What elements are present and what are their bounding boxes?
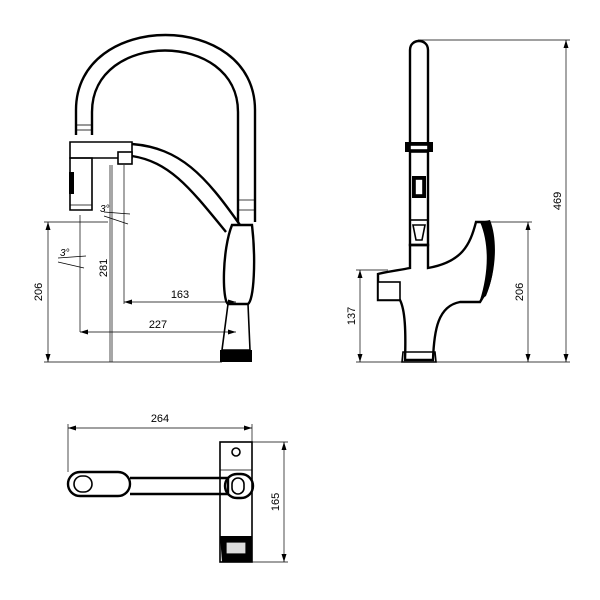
side-view: 469 206 137: [346, 39, 570, 363]
side-inlet: [377, 281, 401, 301]
front-dim-reach-163: 163: [171, 289, 189, 301]
side-body: [376, 220, 494, 362]
top-dim-length-264: 264: [151, 413, 169, 425]
front-dim-reach-227: 227: [149, 319, 167, 331]
top-dim-depth-165: 165: [270, 493, 282, 511]
front-dim-height-281: 281: [98, 259, 110, 277]
front-handle: [222, 223, 256, 306]
front-body: [221, 303, 251, 351]
side-dim-inlet-137: 137: [346, 307, 358, 325]
top-inlet-circle: [231, 447, 241, 457]
front-spout-arch: [74, 33, 257, 222]
front-angle-upper: 3°: [100, 204, 110, 215]
side-dim-handle-206: 206: [514, 283, 526, 301]
side-spray-head: [409, 151, 429, 221]
front-base: [220, 350, 252, 362]
side-dim-total-469: 469: [552, 192, 564, 210]
front-view: 3° 3° 206 281 163 227: [33, 33, 257, 363]
front-angle-lower: 3°: [60, 248, 70, 259]
side-handle: [480, 220, 495, 300]
front-hose: [131, 142, 241, 226]
front-spout-arch-inner: [90, 49, 240, 222]
top-spray-head: [66, 470, 132, 498]
top-spout-arm: [130, 476, 230, 496]
top-view: 264 165: [66, 413, 288, 563]
front-dim-height-206: 206: [33, 283, 45, 301]
